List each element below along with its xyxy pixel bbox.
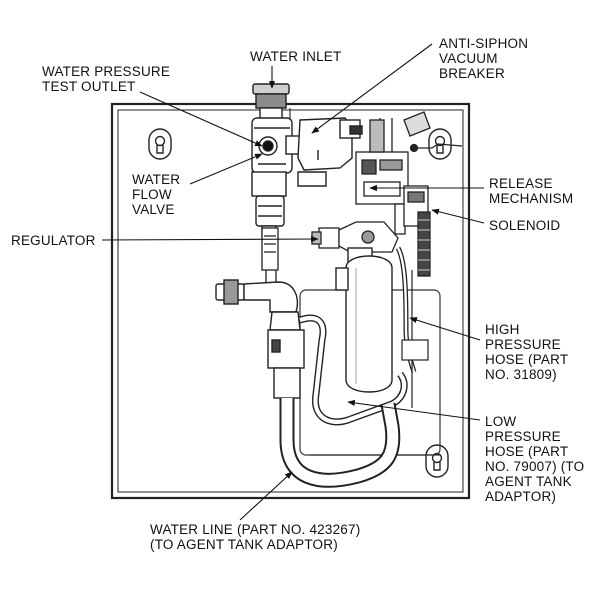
water-inlet-fitting: [252, 83, 290, 123]
mounting-keyhole-top-right: [428, 128, 452, 160]
label-low-pressure-hose: LOW PRESSURE HOSE (PART NO. 79007) (TO A…: [485, 414, 585, 504]
anti-siphon-vacuum-breaker: [297, 117, 363, 187]
release-mechanism: [355, 111, 463, 235]
label-water-inlet: WATER INLET: [250, 49, 342, 64]
water-line-valve: [267, 311, 305, 399]
hose-bracket: [401, 339, 429, 361]
valve-body-upper: [251, 117, 301, 174]
mounting-keyhole-top-left: [148, 128, 172, 160]
label-water-flow-valve: WATER FLOW VALVE: [132, 172, 181, 217]
solenoid: [403, 185, 431, 277]
agent-tank-cylinder: [335, 247, 393, 393]
label-solenoid: SOLENOID: [489, 218, 561, 233]
label-release-mechanism: RELEASE MECHANISM: [489, 176, 574, 206]
mounting-keyhole-bottom-right: [425, 444, 449, 478]
label-water-pressure-test-outlet: WATER PRESSURE TEST OUTLET: [42, 64, 171, 94]
leader-lines: [101, 43, 485, 521]
leader-solenoid: [431, 208, 485, 224]
leader-anti-siphon: [311, 43, 433, 134]
label-high-pressure-hose: HIGH PRESSURE HOSE (PART NO. 31809): [485, 322, 569, 382]
leader-flow-valve: [189, 153, 263, 185]
label-anti-siphon-vacuum-breaker: ANTI-SIPHON VACUUM BREAKER: [439, 36, 529, 81]
label-regulator: REGULATOR: [11, 233, 96, 248]
leader-low-pressure-hose: [347, 399, 481, 421]
leader-high-pressure-hose: [409, 317, 481, 341]
leader-test-outlet: [139, 91, 263, 147]
regulator-branch: [261, 227, 279, 285]
water-elbow: [215, 279, 299, 313]
water-flow-valve: [251, 171, 287, 237]
leader-regulator: [101, 235, 319, 243]
label-water-line: WATER LINE (PART NO. 423267) (TO AGENT T…: [150, 522, 361, 552]
leader-water-line: [239, 471, 293, 521]
